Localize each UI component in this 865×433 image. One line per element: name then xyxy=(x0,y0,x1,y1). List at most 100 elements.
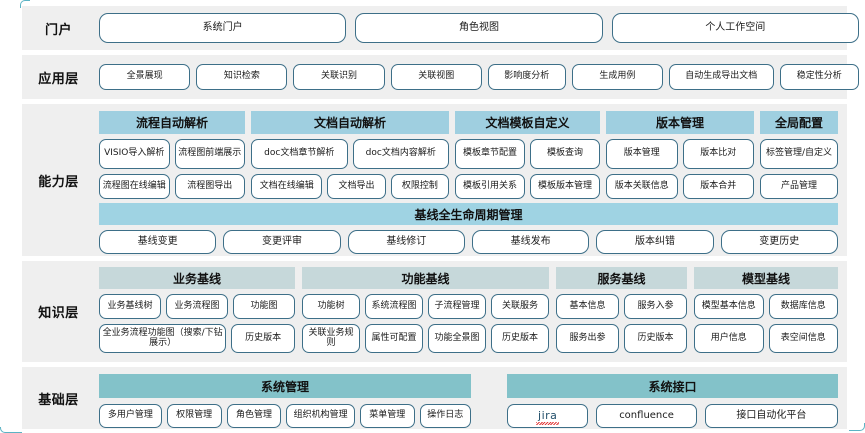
foundation-0-item-5[interactable]: 操作日志 xyxy=(419,404,472,428)
lifecycle-item-2[interactable]: 基线修订 xyxy=(347,230,465,254)
knowledge-1-row2-0[interactable]: 关联业务规则 xyxy=(302,324,360,353)
lifecycle-item-4[interactable]: 版本纠错 xyxy=(596,230,714,254)
knowledge-group-2: 服务基线 基本信息 服务入参 服务出参 历史版本 xyxy=(556,267,687,353)
layer-body-portal: 系统门户 角色视图 个人工作空间 xyxy=(95,6,859,50)
capability-3-row1-1[interactable]: 版本比对 xyxy=(682,139,754,169)
capability-3-row1-0[interactable]: 版本管理 xyxy=(606,139,678,169)
application-item-1[interactable]: 知识检索 xyxy=(196,64,288,90)
foundation-0-item-2[interactable]: 角色管理 xyxy=(226,404,282,428)
capability-2-row2-0[interactable]: 模板引用关系 xyxy=(455,174,525,199)
lifecycle-header: 基线全生命周期管理 xyxy=(99,203,838,225)
knowledge-0-row1-1[interactable]: 业务流程图 xyxy=(166,294,228,319)
application-item-0[interactable]: 全景展现 xyxy=(99,64,191,90)
capability-group-1-header: 文档自动解析 xyxy=(251,111,449,134)
layer-body-knowledge: 业务基线 业务基线树 业务流程图 功能图 全业务流程功能图（搜索/下钻展示） 历… xyxy=(95,261,847,362)
capability-group-1: 文档自动解析 doc文档章节解析 doc文档内容解析 文档在线编辑 文档导出 权… xyxy=(251,111,450,199)
foundation-0-item-1[interactable]: 权限管理 xyxy=(166,404,222,428)
knowledge-group-1-header: 功能基线 xyxy=(302,267,549,289)
decorative-corner-bottom-left xyxy=(0,427,22,433)
capability-1-row1-1[interactable]: doc文档内容解析 xyxy=(352,139,449,169)
knowledge-1-row1-0[interactable]: 功能树 xyxy=(302,294,360,319)
knowledge-3-row2-1[interactable]: 表空间信息 xyxy=(768,324,838,353)
application-item-5[interactable]: 生成用例 xyxy=(571,64,663,90)
knowledge-0-row1-0[interactable]: 业务基线树 xyxy=(99,294,161,319)
capability-3-row2-0[interactable]: 版本关联信息 xyxy=(606,174,678,199)
knowledge-2-row1-0[interactable]: 基本信息 xyxy=(556,294,619,319)
knowledge-0-row2-0[interactable]: 全业务流程功能图（搜索/下钻展示） xyxy=(99,324,227,353)
foundation-0-item-0[interactable]: 多用户管理 xyxy=(99,404,162,428)
layer-foundation: 基础层 系统管理 多用户管理 权限管理 角色管理 组织机构管理 菜单管理 操作日… xyxy=(22,367,847,429)
lifecycle-item-5[interactable]: 变更历史 xyxy=(720,230,838,254)
foundation-group-1: 系统接口 jira confluence 接口自动化平台 xyxy=(507,374,838,428)
knowledge-2-row1-1[interactable]: 服务入参 xyxy=(624,294,687,319)
capability-group-0: 流程自动解析 VISIO导入解析 流程图前端展示 流程图在线编辑 流程图导出 xyxy=(99,111,245,199)
foundation-0-item-4[interactable]: 菜单管理 xyxy=(359,404,415,428)
capability-group-4: 全局配置 标签管理/自定义 产品管理 xyxy=(760,111,838,199)
capability-2-row1-1[interactable]: 模板查询 xyxy=(530,139,600,169)
knowledge-group-3: 模型基线 模型基本信息 数据库信息 用户信息 表空间信息 xyxy=(694,267,838,353)
lifecycle-item-0[interactable]: 基线变更 xyxy=(99,230,217,254)
foundation-1-item-api-platform[interactable]: 接口自动化平台 xyxy=(704,404,838,428)
knowledge-3-row1-1[interactable]: 数据库信息 xyxy=(768,294,838,319)
layer-application: 应用层 全景展现 知识检索 关联识别 关联视图 影响度分析 生成用例 自动生成导… xyxy=(22,55,860,99)
layer-label-foundation: 基础层 xyxy=(38,392,79,408)
knowledge-1-row2-1[interactable]: 属性可配置 xyxy=(365,324,423,353)
foundation-0-item-3[interactable]: 组织机构管理 xyxy=(286,404,355,428)
capability-4-row1-0[interactable]: 标签管理/自定义 xyxy=(760,139,838,169)
jira-label: jira xyxy=(535,409,560,425)
capability-1-row2-0[interactable]: 文档在线编辑 xyxy=(251,174,323,199)
application-item-4[interactable]: 影响度分析 xyxy=(487,64,566,90)
capability-1-row2-1[interactable]: 文档导出 xyxy=(327,174,386,199)
knowledge-1-row2-2[interactable]: 功能全景图 xyxy=(428,324,486,353)
capability-4-row2-0[interactable]: 产品管理 xyxy=(760,174,838,199)
capability-group-2-header: 文档模板自定义 xyxy=(455,111,600,134)
knowledge-3-row1-0[interactable]: 模型基本信息 xyxy=(694,294,764,319)
capability-0-row1-1[interactable]: 流程图前端展示 xyxy=(174,139,245,169)
capability-group-3: 版本管理 版本管理 版本比对 版本关联信息 版本合并 xyxy=(606,111,754,199)
foundation-group-0-header: 系统管理 xyxy=(99,374,471,398)
layer-body-application: 全景展现 知识检索 关联识别 关联视图 影响度分析 生成用例 自动生成导出文档 … xyxy=(95,55,860,99)
knowledge-3-row2-0[interactable]: 用户信息 xyxy=(694,324,764,353)
knowledge-group-2-header: 服务基线 xyxy=(556,267,687,289)
knowledge-1-row1-2[interactable]: 子流程管理 xyxy=(428,294,486,319)
application-item-6[interactable]: 自动生成导出文档 xyxy=(668,64,774,90)
application-item-2[interactable]: 关联识别 xyxy=(293,64,385,90)
foundation-group-1-header: 系统接口 xyxy=(507,374,838,398)
foundation-1-item-jira[interactable]: jira xyxy=(507,404,589,428)
knowledge-0-row2-1[interactable]: 历史版本 xyxy=(231,324,295,353)
layer-knowledge: 知识层 业务基线 业务基线树 业务流程图 功能图 全业务流程功能图（搜索/下钻展… xyxy=(22,261,847,362)
layer-body-foundation: 系统管理 多用户管理 权限管理 角色管理 组织机构管理 菜单管理 操作日志 系统… xyxy=(95,367,847,429)
capability-0-row2-1[interactable]: 流程图导出 xyxy=(174,174,245,199)
application-item-3[interactable]: 关联视图 xyxy=(390,64,482,90)
capability-1-row2-2[interactable]: 权限控制 xyxy=(390,174,450,199)
layer-body-capability: 流程自动解析 VISIO导入解析 流程图前端展示 流程图在线编辑 流程图导出 文… xyxy=(95,104,847,256)
foundation-1-item-confluence[interactable]: confluence xyxy=(596,404,697,428)
knowledge-0-row1-2[interactable]: 功能图 xyxy=(233,294,295,319)
knowledge-1-row2-3[interactable]: 历史版本 xyxy=(491,324,549,353)
capability-group-0-header: 流程自动解析 xyxy=(99,111,245,134)
portal-item-0[interactable]: 系统门户 xyxy=(99,13,347,43)
knowledge-2-row2-0[interactable]: 服务出参 xyxy=(556,324,619,353)
layer-portal: 门户 系统门户 角色视图 个人工作空间 xyxy=(22,6,859,50)
capability-0-row2-0[interactable]: 流程图在线编辑 xyxy=(99,174,170,199)
foundation-group-0: 系统管理 多用户管理 权限管理 角色管理 组织机构管理 菜单管理 操作日志 xyxy=(99,374,472,428)
knowledge-2-row2-1[interactable]: 历史版本 xyxy=(624,324,687,353)
lifecycle-item-1[interactable]: 变更评审 xyxy=(223,230,341,254)
capability-2-row2-1[interactable]: 模板版本管理 xyxy=(530,174,600,199)
application-item-7[interactable]: 稳定性分析 xyxy=(779,64,860,90)
capability-3-row2-1[interactable]: 版本合并 xyxy=(682,174,754,199)
knowledge-1-row1-1[interactable]: 系统流程图 xyxy=(365,294,423,319)
capability-2-row1-0[interactable]: 模板章节配置 xyxy=(455,139,525,169)
capability-0-row1-0[interactable]: VISIO导入解析 xyxy=(99,139,170,169)
lifecycle-item-3[interactable]: 基线发布 xyxy=(471,230,590,254)
capability-1-row1-0[interactable]: doc文档章节解析 xyxy=(251,139,348,169)
layer-label-capability: 能力层 xyxy=(38,174,79,190)
knowledge-1-row1-3[interactable]: 关联服务 xyxy=(491,294,549,319)
portal-item-1[interactable]: 角色视图 xyxy=(355,13,603,43)
capability-lifecycle: 基线全生命周期管理 基线变更 变更评审 基线修订 基线发布 版本纠错 变更历史 xyxy=(99,203,838,254)
portal-item-2[interactable]: 个人工作空间 xyxy=(611,13,859,43)
layer-label-knowledge: 知识层 xyxy=(38,306,79,321)
decorative-corner-top-left xyxy=(20,0,30,8)
knowledge-group-0: 业务基线 业务基线树 业务流程图 功能图 全业务流程功能图（搜索/下钻展示） 历… xyxy=(99,267,295,353)
